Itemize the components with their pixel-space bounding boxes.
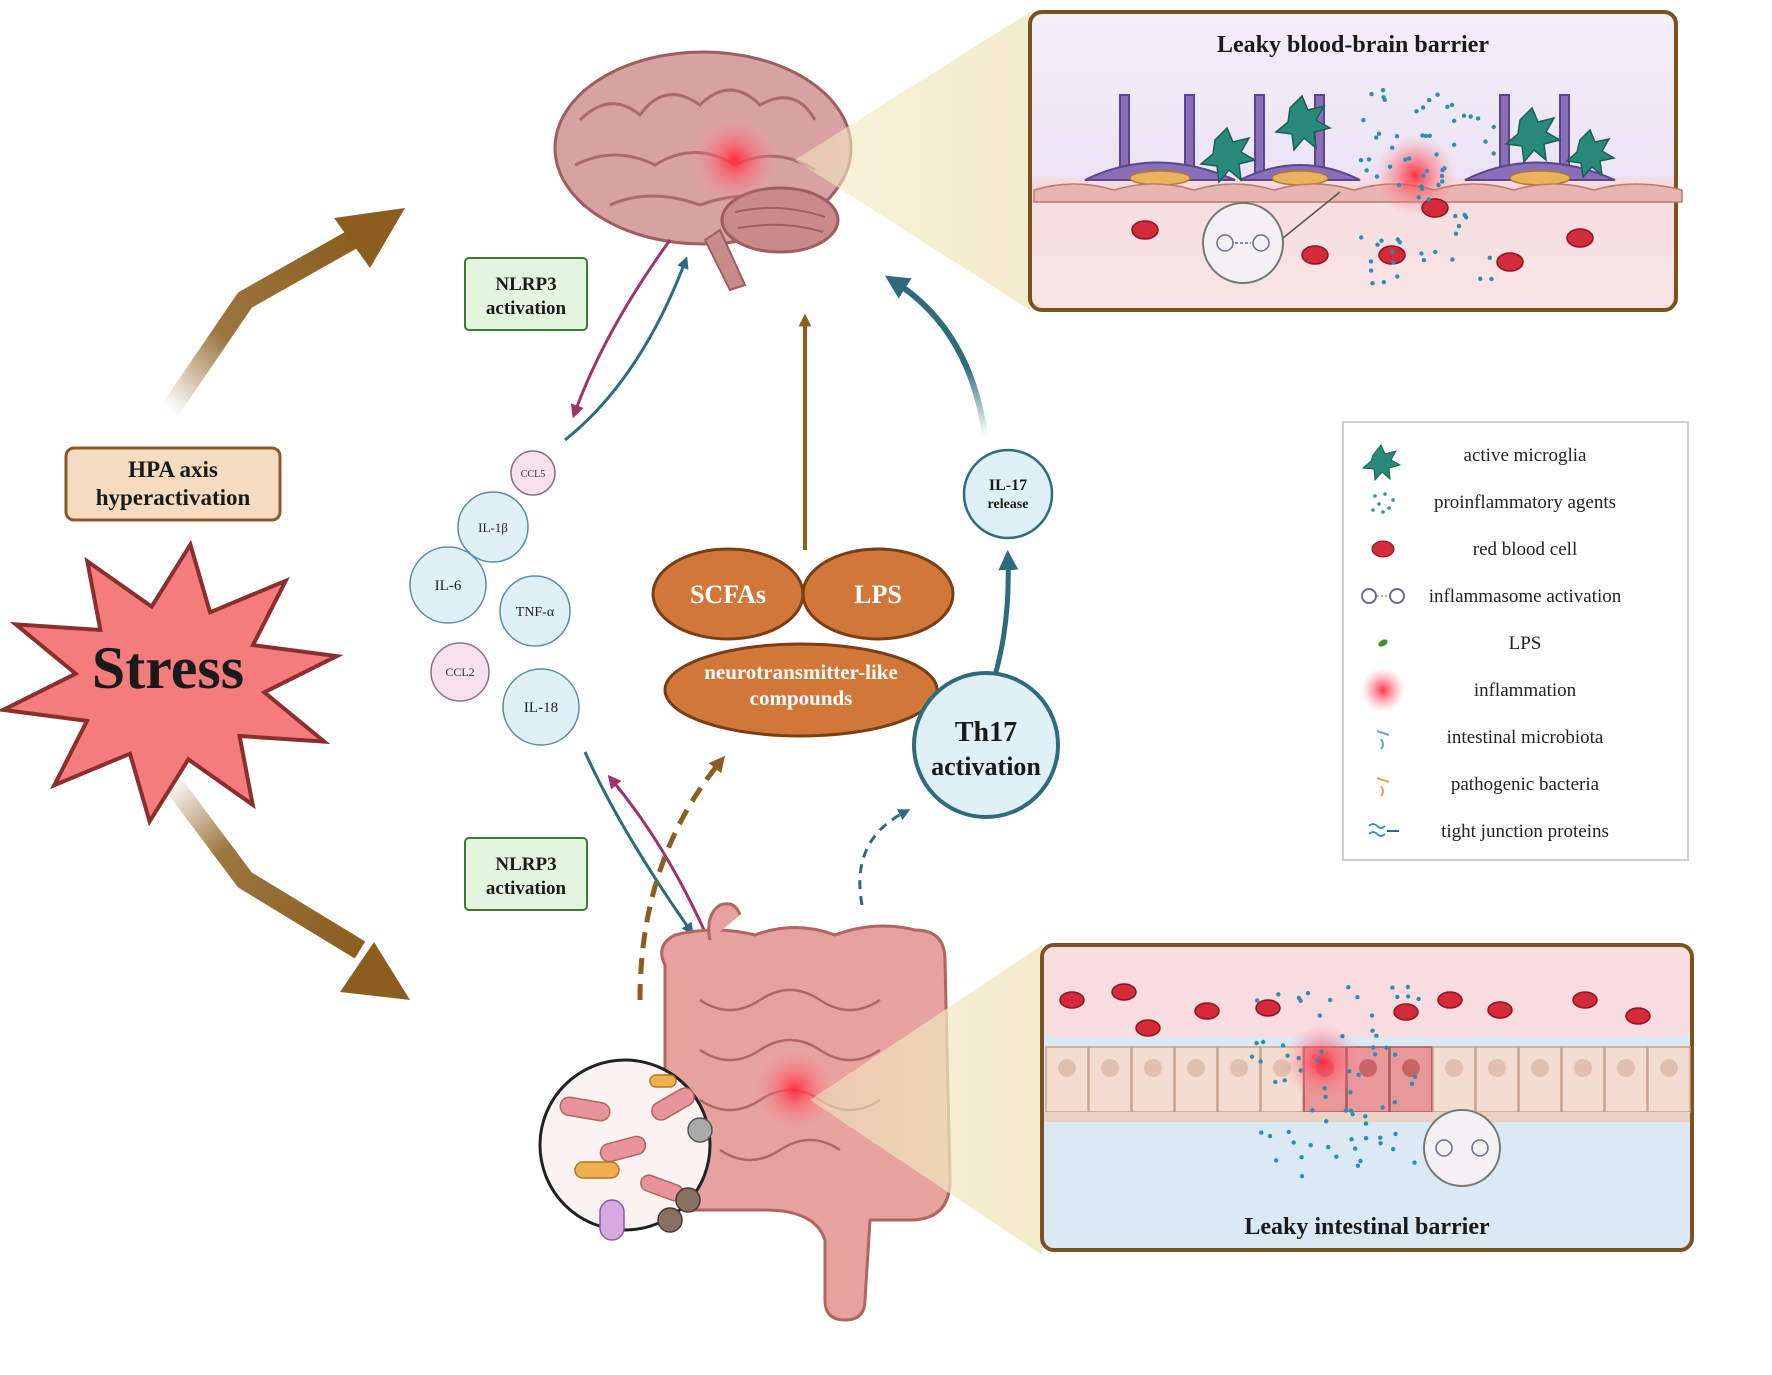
tight-junction-icon (1368, 823, 1399, 837)
il17-to-brain-arrow (884, 275, 988, 436)
cytokine-il6: IL-6 (409, 546, 487, 624)
inflammation-icon (1361, 668, 1405, 712)
lps-label: LPS (854, 580, 902, 609)
nlrp3-box-top: NLRP3 activation (464, 257, 588, 331)
gut-to-th17-dashed-arrow (858, 809, 911, 906)
ccl2-label: CCL2 (445, 665, 474, 679)
il1b-label: IL-1β (478, 520, 508, 535)
cytokines-to-gut-arrow (583, 751, 694, 935)
legend-label: active microglia (1464, 445, 1587, 466)
il17-line2: release (988, 497, 1029, 512)
nlrp3-bottom-line2: activation (486, 878, 567, 899)
legend-label: pathogenic bacteria (1451, 774, 1600, 795)
legend-label: inflammasome activation (1429, 586, 1622, 607)
brain-illustration (553, 50, 853, 292)
endothelial-layer (1033, 183, 1683, 203)
bbb-title: Leaky blood-brain barrier (1217, 32, 1489, 58)
stress-label: Stress (92, 635, 244, 701)
intestinal-microbiota-icon (1376, 730, 1390, 750)
cytokine-ccl5: CCL5 (510, 450, 556, 496)
red-blood-cell-icon (1371, 540, 1395, 558)
hpa-line2: hyperactivation (96, 485, 251, 510)
bbb-panel: Leaky blood-brain barrier (1028, 10, 1683, 312)
epithelial-layer (1045, 1046, 1691, 1113)
gut-inflammation-spot (755, 1050, 835, 1130)
cytokines-to-brain-arrow (564, 256, 689, 442)
il17-circle: IL-17 release (962, 448, 1054, 540)
hpa-arrow-up (161, 208, 405, 416)
nlrp3-bottom-line1: NLRP3 (495, 854, 556, 875)
brain-to-cytokines-arrow (570, 239, 672, 419)
th17-line2: activation (931, 752, 1041, 781)
cytokine-ccl2: CCL2 (430, 642, 490, 702)
il18-label: IL-18 (524, 700, 558, 716)
brain-inflammation-spot (693, 118, 777, 202)
proinflammatory-agents-icon (1371, 492, 1395, 514)
hpa-line1: HPA axis (128, 457, 218, 482)
nlrp3-top-line1: NLRP3 (495, 274, 556, 295)
hpa-arrow-down (162, 774, 410, 1000)
cytokine-tnfa: TNF-α (499, 575, 571, 647)
scfas-label: SCFAs (690, 580, 766, 609)
stress-star: Stress (0, 539, 344, 827)
th17-line1: Th17 (955, 717, 1017, 748)
nlrp3-top-line2: activation (486, 298, 567, 319)
legend-label: intestinal microbiota (1447, 727, 1604, 748)
scfas-ellipse: SCFAs (651, 547, 805, 641)
neurotransmitter-ellipse: neurotransmitter-like compounds (663, 642, 939, 738)
legend-label: red blood cell (1473, 539, 1577, 560)
legend: active microglia proinflammatory agents re… (1342, 421, 1689, 861)
gut-to-metabolites-dashed-arrow (637, 755, 726, 1001)
cytokine-il1b: IL-1β (457, 491, 529, 563)
lps-ellipse: LPS (801, 547, 955, 641)
gut-zoom-beam (810, 945, 1042, 1255)
ccl5-label: CCL5 (521, 469, 545, 480)
microglia-icon (1361, 444, 1402, 482)
microbiota-zoom-circle (538, 1058, 713, 1241)
bbb-zoom-beam (795, 12, 1030, 310)
il6-label: IL-6 (435, 578, 462, 594)
gut-title: Leaky intestinal barrier (1244, 1214, 1490, 1240)
neuro-line2: compounds (750, 686, 853, 710)
hpa-axis-box: HPA axis hyperactivation (64, 446, 282, 522)
cytokine-il18: IL-18 (502, 668, 580, 746)
neuro-line1: neurotransmitter-like (704, 660, 898, 684)
gut-to-cytokines-arrow (607, 774, 714, 949)
gut-panel: Leaky intestinal barrier (1040, 943, 1694, 1252)
nlrp3-box-bottom: NLRP3 activation (464, 837, 588, 911)
astrocyte-endfeet (1084, 94, 1616, 181)
legend-label: LPS (1509, 633, 1542, 654)
inflammasome-icon (1361, 588, 1405, 604)
th17-to-il17-arrow (993, 550, 1019, 673)
legend-label: inflammation (1474, 680, 1577, 701)
pathogenic-bacteria-icon (1376, 777, 1390, 797)
gut-inflammasome-zoom (1423, 1109, 1501, 1187)
tnfa-label: TNF-α (516, 605, 555, 620)
th17-circle: Th17 activation (912, 671, 1060, 819)
lps-icon (1378, 639, 1388, 647)
il17-line1: IL-17 (989, 477, 1027, 494)
legend-label: tight junction proteins (1441, 821, 1609, 842)
bbb-microglia-group (1199, 94, 1617, 184)
legend-label: proinflammatory agents (1434, 492, 1616, 513)
